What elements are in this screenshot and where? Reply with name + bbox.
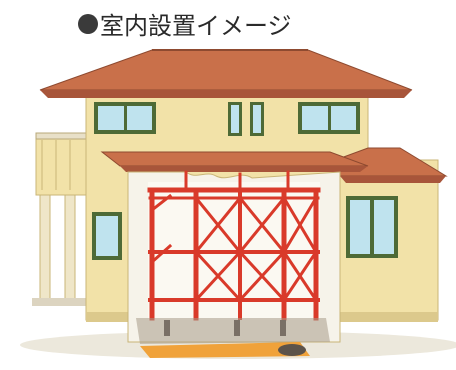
upper-window-left — [94, 102, 156, 134]
red-steel-frame — [147, 170, 321, 321]
lower-window-right — [346, 196, 398, 258]
title-text: 室内設置イメージ — [100, 12, 292, 40]
upper-window-right — [298, 102, 360, 134]
foundation-cut — [136, 318, 330, 358]
balcony-wing — [32, 132, 89, 306]
filled-circle-icon — [78, 13, 98, 34]
porch-roof — [100, 151, 369, 172]
page-title: 室内設置イメージ — [78, 6, 292, 41]
upper-window-center — [228, 102, 264, 136]
main-roof — [39, 49, 413, 98]
lower-window-left — [92, 212, 122, 260]
